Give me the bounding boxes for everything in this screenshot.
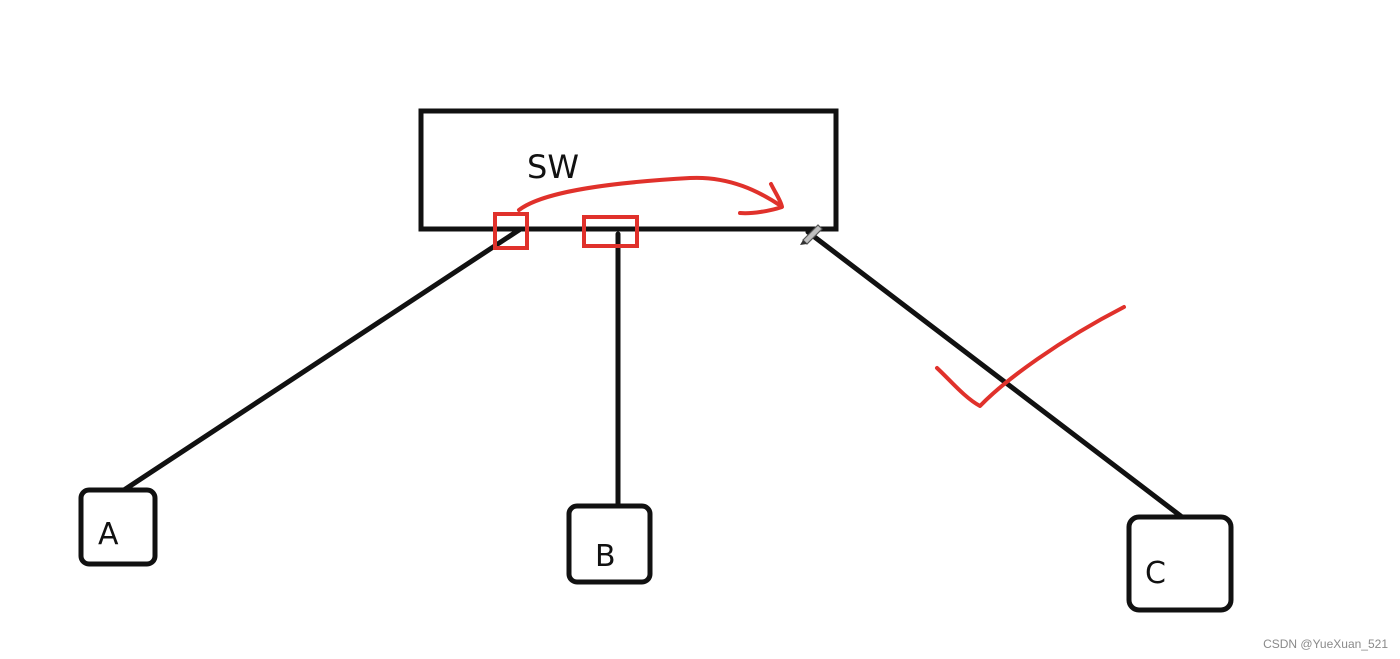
switch-label: SW (527, 148, 579, 186)
port-highlight-b (582, 215, 639, 248)
host-b: B (566, 503, 653, 585)
checkmark-icon (935, 305, 1126, 408)
link-a-switch (121, 225, 525, 493)
watermark: CSDN @YueXuan_521 (1263, 637, 1388, 651)
pencil-cursor-icon (800, 224, 823, 245)
host-c: C (1126, 514, 1234, 613)
host-b-label: B (595, 539, 616, 574)
forwarding-arrow (517, 175, 783, 212)
link-c-switch (805, 229, 1185, 520)
forwarding-arrow-head (738, 182, 784, 216)
port-highlight-a (493, 212, 529, 250)
host-b-box (566, 503, 653, 585)
host-a: A (78, 487, 158, 567)
host-c-box (1126, 514, 1234, 613)
host-c-label: C (1145, 556, 1166, 591)
host-a-label: A (98, 517, 119, 552)
host-a-box (78, 487, 158, 567)
